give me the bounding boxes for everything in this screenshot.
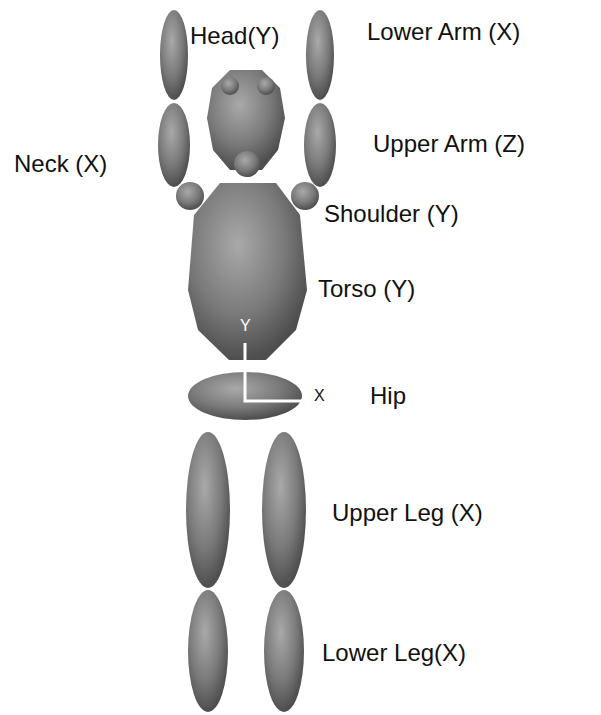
- part-label: Upper Arm (Z): [373, 132, 525, 156]
- part-label: Hip: [370, 384, 406, 408]
- upper-arm: [158, 103, 190, 187]
- lower-leg: [188, 590, 228, 712]
- axis-label: X: [314, 388, 325, 404]
- part-label: Head(Y): [190, 24, 279, 48]
- neck: [234, 151, 260, 177]
- part-label: Lower Leg(X): [322, 641, 466, 665]
- upper-arm: [304, 103, 336, 187]
- eye: [221, 77, 239, 95]
- shoulder: [291, 182, 319, 210]
- part-label: Neck (X): [14, 152, 107, 176]
- torso: [188, 183, 307, 360]
- upper-leg: [186, 432, 230, 588]
- lower-leg: [264, 590, 304, 712]
- part-label: Torso (Y): [318, 277, 415, 301]
- lower-arm: [160, 10, 188, 100]
- eye: [257, 77, 275, 95]
- axis-label: Y: [240, 318, 251, 334]
- part-label: Lower Arm (X): [367, 20, 520, 44]
- part-label: Upper Leg (X): [332, 501, 483, 525]
- axis-lines: [245, 343, 302, 401]
- part-label: Shoulder (Y): [324, 202, 459, 226]
- shoulder: [176, 182, 204, 210]
- lower-arm: [306, 10, 334, 100]
- upper-leg: [262, 432, 306, 588]
